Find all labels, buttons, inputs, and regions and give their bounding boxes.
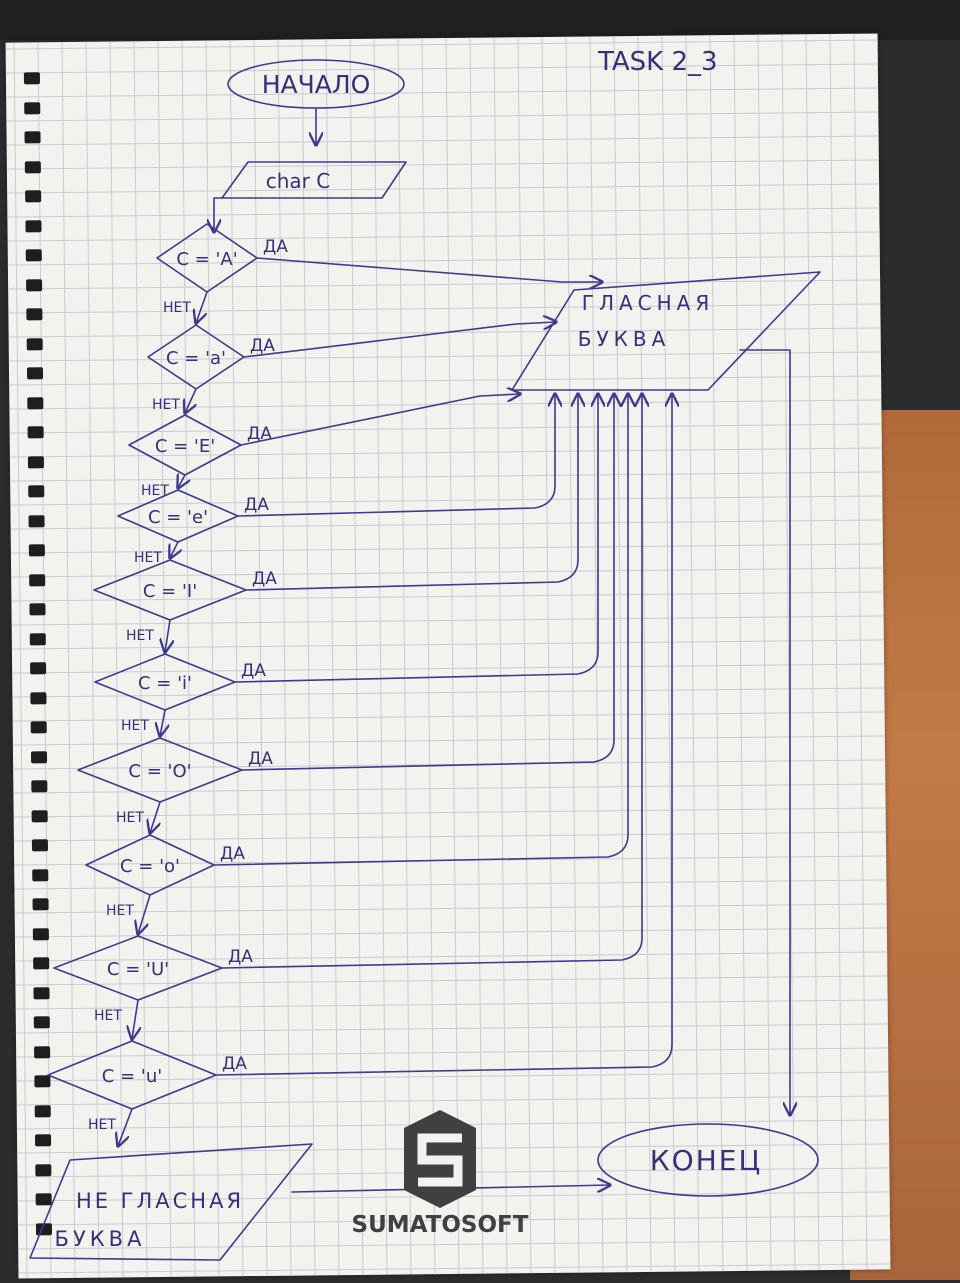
yes-label: ДА [244,495,269,515]
yes-label: ДА [250,336,275,356]
decision-condition: C = 'I' [143,581,197,602]
yes-arrow [256,257,602,282]
yes-label: ДА [241,661,266,681]
vowel-label-line1: ГЛАСНАЯ [582,291,715,315]
no-label: НЕТ [126,628,154,644]
no-arrow [196,291,208,323]
decision-condition: C = 'e' [148,507,208,528]
decision-condition: C = 'u' [102,1066,162,1087]
consonant-output-parallelogram [29,1143,313,1261]
no-label: НЕТ [88,1117,116,1133]
decision-condition: C = 'U' [107,959,169,980]
consonant-label-line1: НЕ ГЛАСНАЯ [76,1189,244,1213]
yes-arrow [240,394,520,446]
no-label: НЕТ [152,397,180,413]
sumatosoft-logo-icon [404,1110,476,1208]
yes-arrow [243,322,556,358]
decision-condition: C = 'o' [120,856,180,877]
yes-arrow [234,394,598,683]
consonant-label-line2: БУКВА [55,1227,146,1251]
decision-condition: C = 'A' [176,249,237,270]
decision-condition: C = 'a' [166,348,226,369]
yes-arrow [237,394,555,517]
end-label: КОНЕЦ [650,1144,762,1177]
vowel-to-end-arrow [739,349,790,1115]
no-label: НЕТ [106,903,134,919]
yes-arrow [245,394,578,591]
no-arrow [185,388,196,413]
no-arrow [160,709,165,736]
no-arrow [118,1108,133,1146]
yes-label: ДА [247,424,272,444]
desk-background [0,0,960,40]
decision-condition: C = 'E' [155,436,215,457]
no-arrow [170,541,178,558]
yes-label: ДА [228,947,253,967]
no-arrow [178,475,185,488]
yes-label: ДА [252,569,277,589]
no-label: НЕТ [134,550,162,566]
vowel-output-parallelogram [511,271,821,391]
yes-label: ДА [248,749,273,769]
no-label: НЕТ [121,718,149,734]
no-label: НЕТ [163,300,191,316]
end-terminal [597,1123,819,1197]
yes-arrow [213,394,628,866]
yes-arrow [215,394,672,1076]
vowel-label-line2: БУКВА [578,327,671,351]
input-label: char C [266,169,330,193]
no-label: НЕТ [116,810,144,826]
input-arrow [214,197,223,232]
no-arrow [132,999,138,1039]
yes-label: ДА [220,844,245,864]
input-parallelogram [221,161,407,199]
decision-condition: C = 'i' [138,673,192,694]
yes-label: ДА [263,237,288,257]
yes-arrow [221,394,642,969]
task-label: TASK 2_3 [597,47,718,77]
yes-arrow [241,394,614,771]
no-arrow [150,801,160,833]
no-label: НЕТ [94,1008,122,1024]
no-arrow [165,619,170,652]
no-label: НЕТ [141,483,169,499]
yes-label: ДА [222,1054,247,1074]
start-label: НАЧАЛО [262,70,371,99]
no-arrow [138,894,151,934]
watermark-text: SUMATOSOFT [352,1212,529,1238]
decision-chain: C = 'A' ДА НЕТ C = 'a' ДА НЕТ C = 'E' ДА НЕТ C = … [47,223,672,1146]
decision-condition: C = 'O' [128,761,191,782]
